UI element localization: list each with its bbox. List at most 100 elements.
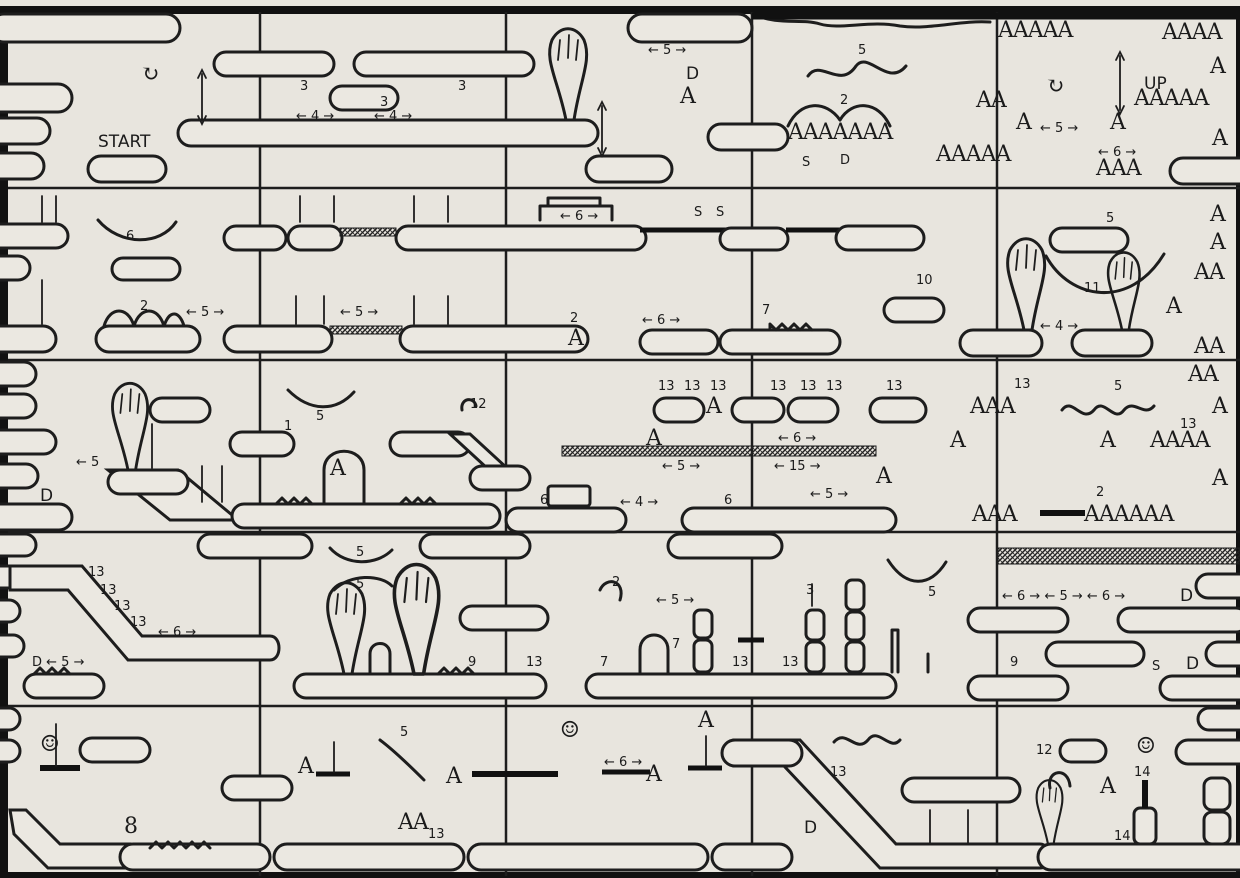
enemy-row: AAA xyxy=(1096,158,1141,180)
score-label: S xyxy=(716,206,724,219)
distance-arrow: ← 6 → xyxy=(1098,146,1136,159)
speed-label: 5 xyxy=(1114,380,1122,393)
loop-icon: ↻ xyxy=(141,64,158,86)
enemy-count: 13 xyxy=(114,600,131,613)
enemy-icon: A xyxy=(950,430,965,452)
distance-arrow: ← 5 → xyxy=(648,44,686,57)
enemy-count: 13 xyxy=(658,380,675,393)
enemy-count: 13 xyxy=(830,766,847,779)
enemy-count: 14 xyxy=(1134,766,1151,779)
enemy-count: 13 xyxy=(428,828,445,841)
distance-arrow: ← 5 → xyxy=(662,460,700,473)
enemy-icon: A xyxy=(876,466,891,488)
enemy-row: AA xyxy=(1194,262,1224,284)
enemy-icon: A xyxy=(330,458,345,480)
score-label: S xyxy=(802,156,810,169)
enemy-icon: A xyxy=(568,328,583,350)
enemy-icon: A xyxy=(706,396,721,418)
height-label: 3 xyxy=(458,80,466,93)
speed-label: 12 xyxy=(1036,744,1053,757)
distance-arrow: ← 6 → ← 5 → ← 6 → xyxy=(1002,590,1125,603)
start-label: START xyxy=(98,134,150,151)
row3-platforms xyxy=(108,398,1085,532)
tree-icon xyxy=(1037,780,1063,844)
enemy-count: 13 xyxy=(710,380,727,393)
enemy-row: AAAA xyxy=(1162,22,1222,44)
tree-icon xyxy=(550,29,587,120)
enemy-count: 13 xyxy=(526,656,543,669)
enemy-icon: A xyxy=(1110,112,1125,134)
distance-arrow: ← 5 → xyxy=(186,306,224,319)
distance-arrow: ← 6 → xyxy=(158,626,196,639)
speed-label: 7 xyxy=(672,638,680,651)
distance-arrow: ← 6 → xyxy=(642,314,680,327)
enemy-row: AAAAAAA xyxy=(788,122,892,144)
speed-label: 5 xyxy=(356,578,364,591)
speed-label: 5 xyxy=(316,410,324,423)
enemy-icon: A xyxy=(698,710,713,732)
speed-label: 6 xyxy=(126,230,134,243)
tree-icon xyxy=(1008,239,1045,330)
distance-arrow: ← 4 → xyxy=(620,496,658,509)
speed-label: 9 xyxy=(1010,656,1018,669)
enemy-row: AA xyxy=(1188,364,1218,386)
enemy-row: AAAA xyxy=(1150,430,1210,452)
enemy-count: 13 xyxy=(886,380,903,393)
speed-label: 2 xyxy=(570,312,578,325)
score-label: S xyxy=(694,206,702,219)
enemy-icon: A xyxy=(1210,204,1225,226)
enemy-icon: A xyxy=(646,764,661,786)
speed-label: 5 xyxy=(928,586,936,599)
distance-arrow: ← 5 → xyxy=(656,594,694,607)
room-number: 10 xyxy=(916,274,933,287)
speed-label: 6 xyxy=(540,494,548,507)
row5-platforms xyxy=(10,708,1240,870)
distance-arrow: ← 4 → xyxy=(1040,320,1078,333)
enemy-row: AA xyxy=(1194,336,1224,358)
enemy-icon: A xyxy=(1212,128,1227,150)
row2-platforms xyxy=(96,198,1152,356)
enemy-row: AA xyxy=(976,90,1006,112)
height-label: 3 xyxy=(806,584,814,597)
speed-label: 11 xyxy=(1084,282,1101,295)
enemy-count: 13 xyxy=(100,584,117,597)
distance-arrow: ← 5 xyxy=(76,456,99,469)
enemy-row: AAAAA xyxy=(936,144,1010,166)
enemy-icon: A xyxy=(298,756,313,778)
door-label: D xyxy=(686,66,699,83)
enemy-icon: A xyxy=(1100,430,1115,452)
distance-arrow: ← 4 → xyxy=(374,110,412,123)
speed-label: 12 xyxy=(470,398,487,411)
door-label: D xyxy=(1180,588,1193,605)
enemy-row: AAAAA xyxy=(1134,88,1208,110)
distance-arrow: ← 6 → xyxy=(560,210,598,223)
speed-label: 5 xyxy=(1106,212,1114,225)
door-label: D xyxy=(840,154,850,167)
distance-arrow: ← 15 → xyxy=(774,460,821,473)
enemy-icon: A xyxy=(446,766,461,788)
tree-icon xyxy=(112,383,147,470)
speed-label: 5 xyxy=(858,44,866,57)
speed-label: 2 xyxy=(1096,486,1104,499)
distance-arrow: D ← 5 → xyxy=(32,656,84,669)
enemy-count: 14 xyxy=(1114,830,1131,843)
distance-arrow: ← 5 → xyxy=(810,488,848,501)
enemy-row: AAA xyxy=(972,504,1017,526)
distance-arrow: ← 6 → xyxy=(778,432,816,445)
distance-arrow: ← 5 → xyxy=(340,306,378,319)
loop-icon: ↻ xyxy=(1046,76,1063,98)
enemy-row: AAA xyxy=(970,396,1015,418)
speed-label: 5 xyxy=(400,726,408,739)
enemy-icon: A xyxy=(1212,396,1227,418)
enemy-row: AAAAA xyxy=(998,20,1072,42)
tree-icon xyxy=(328,583,365,674)
enemy-count: 13 xyxy=(684,380,701,393)
distance-arrow: ← 4 → xyxy=(296,110,334,123)
distance-arrow: ← 6 → xyxy=(604,756,642,769)
speed-label: 9 xyxy=(468,656,476,669)
height-label: 1 xyxy=(284,420,292,433)
speed-label: 2 xyxy=(140,300,148,313)
enemy-icon: A xyxy=(1210,232,1225,254)
speed-label: 2 xyxy=(612,576,620,589)
